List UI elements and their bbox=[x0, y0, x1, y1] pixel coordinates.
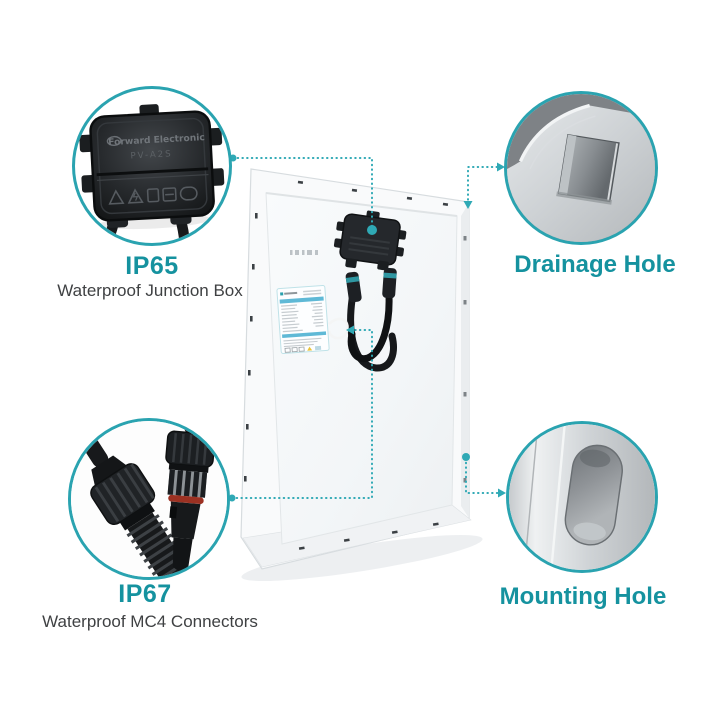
certification-icons bbox=[284, 345, 322, 353]
spec-label bbox=[276, 285, 330, 354]
junction-box-callout-circle: Forward Electronic PV-A2S bbox=[72, 86, 232, 246]
mounting-hole-callout-circle bbox=[506, 421, 658, 573]
junction-box-logo bbox=[106, 135, 122, 147]
panel-cable-left bbox=[347, 296, 397, 372]
mc4-line bbox=[228, 325, 373, 502]
mc4-rating: IP67 bbox=[118, 580, 172, 608]
serial-mark bbox=[290, 250, 318, 255]
junction-box-line bbox=[229, 154, 377, 235]
mounting-hole-title: Mounting Hole bbox=[499, 583, 667, 610]
panel-junction-box bbox=[333, 210, 407, 271]
mc4-thread-ribs bbox=[126, 514, 190, 577]
panel-shadow bbox=[241, 534, 483, 582]
frame-edge-highlight bbox=[550, 424, 566, 570]
panel-cable-right bbox=[347, 292, 393, 363]
mc4-label: Waterproof MC4 Connectors bbox=[42, 612, 258, 631]
panel-frame-lip bbox=[265, 192, 458, 217]
panel-mc4-right bbox=[382, 267, 397, 299]
mounting-line bbox=[462, 453, 506, 498]
frame-screws-right bbox=[463, 236, 467, 483]
mounting-hole-photo bbox=[564, 444, 623, 546]
cable-tie bbox=[327, 317, 349, 340]
frame-screws bbox=[244, 180, 449, 550]
panel-frame bbox=[240, 168, 470, 570]
warning-triangle-icon bbox=[307, 346, 313, 351]
spec-label-rows bbox=[281, 302, 324, 333]
frame-corner-bevel bbox=[518, 103, 591, 162]
junction-box-rating: IP65 bbox=[125, 252, 179, 280]
drainage-hole-title: Drainage Hole bbox=[514, 251, 676, 278]
junction-box-photo: Forward Electronic PV-A2S bbox=[79, 104, 225, 243]
panel-mc4-left bbox=[345, 271, 362, 303]
drainage-line bbox=[463, 162, 505, 209]
mc4-o-ring bbox=[168, 494, 204, 505]
junction-box-model-text: PV-A2S bbox=[130, 149, 173, 161]
spec-label-rows2 bbox=[283, 337, 322, 348]
panel-backsheet bbox=[265, 192, 458, 545]
drainage-hole-photo bbox=[556, 134, 620, 205]
panel-frame-bottom-face bbox=[242, 504, 472, 568]
warning-icons bbox=[108, 186, 198, 205]
panel-frame-right-face bbox=[461, 203, 469, 518]
junction-box-label: Waterproof Junction Box bbox=[57, 281, 243, 300]
drainage-hole-callout-circle bbox=[504, 91, 658, 245]
mc4-callout-circle bbox=[68, 418, 230, 580]
